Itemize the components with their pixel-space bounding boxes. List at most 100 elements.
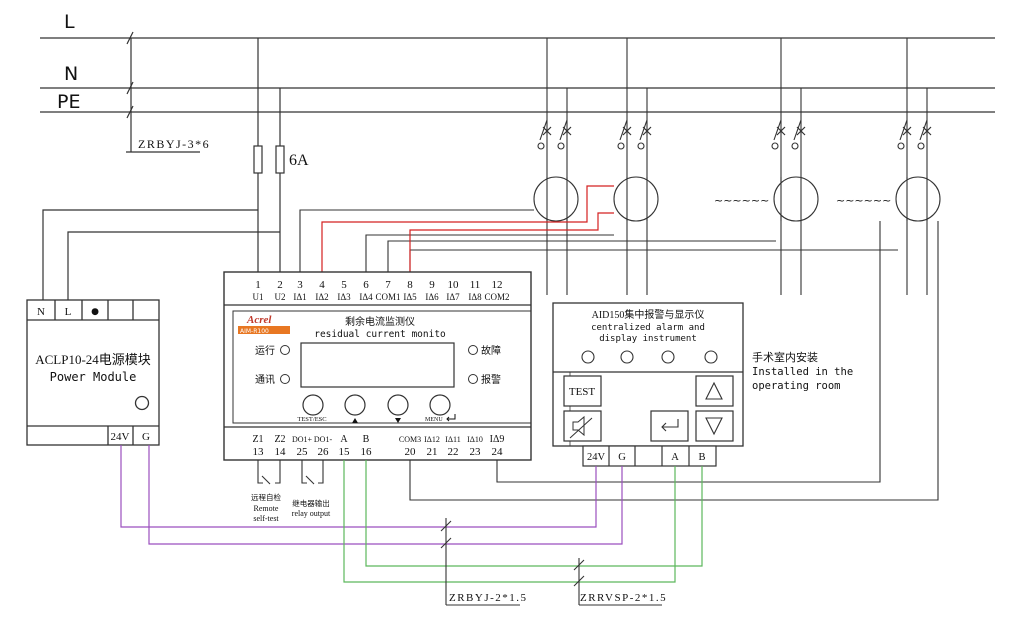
bottom-terminal-label-15: A (340, 434, 348, 445)
terminal-label-5: IΔ3 (337, 292, 351, 302)
ad-led-1 (581, 350, 595, 364)
monitor-title-en: residual current monito (314, 329, 446, 340)
ct-3 (773, 176, 819, 222)
bottom-terminal-label-13: Z1 (252, 434, 263, 445)
test-esc-label: TEST/ESC (297, 416, 326, 423)
bus-label-l: L (64, 11, 75, 33)
alarm-display-title-cn: AID150集中报警与显示仪 (592, 308, 705, 321)
remote-selftest-cn: 远程自检 (251, 492, 281, 502)
up-arrow-icon (352, 418, 358, 423)
test-esc-button[interactable] (302, 394, 324, 416)
bottom-terminal-label-16: B (363, 434, 370, 445)
ct-wires-red (321, 185, 614, 272)
ad-terminal-strip (582, 445, 717, 467)
bottom-terminal-label-25: DO1+ (292, 435, 313, 444)
brand-logo (238, 315, 290, 324)
terminal-number-3: 3 (297, 279, 303, 291)
ad-terminal-g: G (618, 452, 626, 463)
terminal-number-1: 1 (255, 279, 261, 291)
ad-up-button[interactable] (695, 375, 734, 407)
ct-2 (613, 176, 659, 222)
terminal-number-5: 5 (341, 279, 347, 291)
menu-label: MENU (425, 417, 443, 423)
power-module-title-en: Power Module (50, 370, 137, 384)
down-arrow-icon (395, 418, 401, 423)
power-wires-purple (120, 445, 623, 545)
enter-arrow-icon (661, 419, 679, 432)
bus-label-n: N (64, 63, 78, 85)
model-badge (238, 326, 290, 334)
bottom-terminal-number-24: 24 (492, 446, 504, 458)
down-button[interactable] (387, 394, 409, 416)
up-button[interactable] (344, 394, 366, 416)
ad-down-button[interactable] (695, 410, 734, 442)
bottom-terminal-label-20: COM3 (399, 435, 421, 444)
model-name: AIM-R100 (240, 328, 269, 335)
alarm-display-title-en2: display instrument (599, 334, 697, 344)
ad-led-2 (620, 350, 634, 364)
remote-selftest-en2: self-test (253, 514, 279, 523)
terminal-label-3: IΔ1 (293, 292, 306, 302)
bus-lines (40, 31, 995, 153)
install-note-en2: operating room (752, 380, 841, 392)
bottom-terminal-label-23: IΔ10 (467, 435, 483, 444)
pm-terminal-dot: ● (91, 307, 99, 317)
bottom-terminal-number-21: 21 (427, 446, 438, 458)
ct-4 (895, 176, 941, 222)
monitor-title-cn: 剩余电流监测仪 (345, 315, 415, 328)
brand-name: Acrel (246, 314, 272, 326)
ct-wires (299, 209, 898, 272)
bus-cable-label: ZRBYJ-3*6 (138, 137, 210, 151)
terminal-label-6: IΔ4 (359, 292, 373, 302)
alarm-label: 报警 (481, 373, 501, 386)
breaker-3 (771, 38, 819, 295)
alarm-led (468, 374, 478, 384)
pm-terminal-n: N (37, 306, 45, 318)
terminal-number-8: 8 (407, 279, 413, 291)
fuse-rating: 6A (289, 152, 309, 169)
power-module (26, 299, 160, 446)
bottom-terminal-label-24: IΔ9 (490, 434, 505, 445)
breaker-2 (613, 38, 659, 295)
fuse-group (42, 38, 285, 300)
comm-cable-label: ZRRVSP-2*1.5 (580, 592, 667, 604)
fault-led (468, 345, 478, 355)
pm-terminal-l: L (65, 306, 72, 318)
mute-icon (569, 415, 593, 439)
terminal-label-7: COM1 (375, 292, 400, 302)
terminal-label-11: IΔ8 (468, 292, 482, 302)
bottom-signal-wires (409, 221, 939, 501)
terminal-number-10: 10 (448, 279, 460, 291)
lcd-display (300, 342, 455, 388)
terminal-number-12: 12 (492, 279, 503, 291)
ad-enter-button[interactable] (650, 410, 689, 442)
bottom-terminal-number-14: 14 (275, 446, 287, 458)
ad-test-button[interactable] (563, 375, 602, 407)
ad-terminal-b: B (698, 452, 705, 463)
pm-terminal-g: G (142, 431, 150, 443)
ad-led-4 (704, 350, 718, 364)
terminal-label-9: IΔ6 (425, 292, 439, 302)
ad-terminal-a: A (671, 452, 679, 463)
ad-led-3 (661, 350, 675, 364)
comm-label: 通讯 (255, 374, 275, 386)
menu-enter-button[interactable] (429, 394, 451, 416)
bottom-terminal-label-14: Z2 (274, 434, 285, 445)
relay-output-en: relay output (292, 509, 331, 518)
breakers (533, 38, 941, 295)
ct-1 (533, 176, 579, 222)
terminal-number-11: 11 (470, 279, 481, 291)
branch-gap-mark-2: ~~~~~~ (836, 194, 891, 207)
terminal-number-6: 6 (363, 279, 369, 291)
terminal-label-1: U1 (253, 292, 264, 302)
terminal-number-4: 4 (319, 279, 325, 291)
bus-label-pe: PE (57, 91, 80, 113)
enter-icon (446, 414, 456, 422)
bottom-terminal-number-22: 22 (448, 446, 459, 458)
run-label: 运行 (255, 344, 275, 357)
breaker-1 (533, 38, 579, 295)
